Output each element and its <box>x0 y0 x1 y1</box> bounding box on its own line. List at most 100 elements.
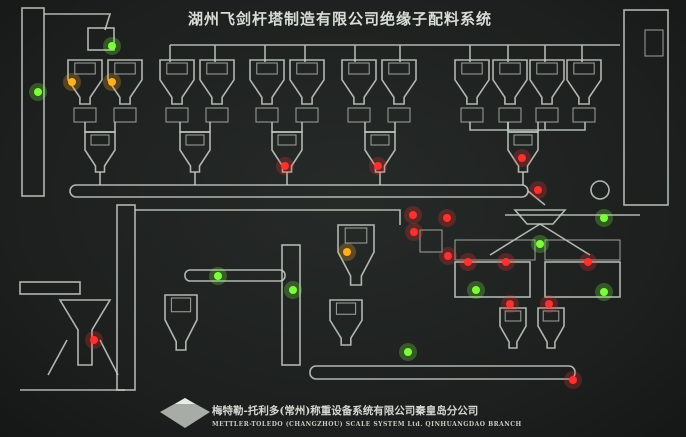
company-name-en: METTLER-TOLEDO (CHANGZHOU) SCALE SYSTEM … <box>212 421 522 428</box>
indicator-light-amber <box>108 78 116 86</box>
weigh-hopper-3-label-plate <box>277 134 297 146</box>
mixer-2 <box>544 261 621 298</box>
indicator-light-red <box>443 214 451 222</box>
discharge-hopper-2-label-plate <box>542 310 560 322</box>
indicator-light-green <box>472 286 480 294</box>
weigh-hopper-4-inlet <box>364 122 396 133</box>
weigh-hopper-5 <box>507 131 539 173</box>
feed-plate <box>19 281 81 295</box>
silo-7-label-plate <box>348 62 370 75</box>
indicator-light-red <box>281 162 289 170</box>
bucket-elevator-middle <box>116 204 136 391</box>
indicator-light-red <box>409 211 417 219</box>
main-belt-conveyor <box>69 184 529 198</box>
silo-9-label-plate <box>461 62 483 75</box>
indicator-light-red <box>534 186 542 194</box>
motor <box>590 180 610 200</box>
weigh-hopper-2-label-plate <box>185 134 205 146</box>
silo-10-feeder <box>498 107 522 123</box>
page-title: 湖州飞剑杆塔制造有限公司绝缘子配料系统 <box>188 10 493 28</box>
process-lines <box>19 7 669 391</box>
silo-5 <box>249 59 285 105</box>
batch-feeder-1 <box>454 239 536 261</box>
indicator-light-amber <box>343 248 351 256</box>
indicator-light-red <box>584 258 592 266</box>
indicator-light-red <box>90 336 98 344</box>
feed-manifold <box>169 44 620 62</box>
indicator-light-red <box>444 252 452 260</box>
silo-6-label-plate <box>296 62 318 75</box>
silo-4 <box>199 59 235 105</box>
middle-transfer-line <box>135 209 401 225</box>
indicator-light-green <box>34 88 42 96</box>
silo-2-label-plate <box>114 62 136 75</box>
collector-right <box>469 122 586 131</box>
weigh-hopper-4-label-plate <box>370 134 390 146</box>
silo-7 <box>341 59 377 105</box>
silo-9-feeder <box>460 107 484 123</box>
silo-12 <box>566 59 602 105</box>
silo-5-feeder <box>255 107 279 123</box>
control-cabinet <box>623 9 669 206</box>
silo-10-label-plate <box>499 62 521 75</box>
discharge-hopper-1-label-plate <box>504 310 522 322</box>
silo-1-feeder <box>73 107 97 123</box>
bucket-elevator-right <box>281 244 301 366</box>
small-conveyor <box>184 269 286 282</box>
left-funnel <box>58 299 112 366</box>
transfer-chute <box>527 190 546 206</box>
silo-10 <box>492 59 528 105</box>
company-name-cn: 梅特勒-托利多(常州)称重设备系统有限公司秦皇岛分公司 <box>212 405 479 417</box>
mettler-toledo-logo <box>160 398 210 428</box>
silo-6 <box>289 59 325 105</box>
weigh-hopper-2-inlet <box>179 122 211 133</box>
surge-hopper <box>513 209 567 225</box>
indicator-light-amber <box>68 78 76 86</box>
silo-12-label-plate <box>573 62 595 75</box>
bottom-weigh-hopper-label-plate <box>335 302 357 315</box>
silo-11-label-plate <box>536 62 558 75</box>
silo-9 <box>454 59 490 105</box>
indicator-light-green <box>600 214 608 222</box>
weigh-hopper-3-inlet <box>271 122 303 133</box>
indicator-lights <box>29 37 613 389</box>
indicator-light-green <box>536 240 544 248</box>
intermediate-silo-label-plate <box>344 227 368 244</box>
valve-box <box>419 229 443 253</box>
silo-3-feeder <box>165 107 189 123</box>
mixer-1 <box>454 261 531 298</box>
indicator-light-green <box>108 42 116 50</box>
weigh-hopper-2 <box>179 131 211 173</box>
silo-5-label-plate <box>256 62 278 75</box>
small-silo <box>164 294 198 351</box>
batch-feeder-2 <box>544 239 621 261</box>
bottom-belt-conveyor <box>309 365 576 380</box>
indicator-light-red <box>569 376 577 384</box>
discharge-hopper-2 <box>537 307 565 349</box>
left-legs <box>47 339 119 376</box>
weigh-hopper-5-label-plate <box>513 134 533 146</box>
distributor <box>87 27 115 51</box>
silo-3-label-plate <box>166 62 188 75</box>
indicator-light-red <box>502 258 510 266</box>
intermediate-silo <box>337 224 375 286</box>
indicator-light-red <box>518 154 526 162</box>
weigh-hopper-4 <box>364 131 396 173</box>
indicator-light-green <box>404 348 412 356</box>
silo-3 <box>159 59 195 105</box>
elevator-discharge-chute <box>44 13 112 31</box>
silo-12-feeder <box>572 107 596 123</box>
silo-8-feeder <box>387 107 411 123</box>
silo-8-label-plate <box>388 62 410 75</box>
silo-8 <box>381 59 417 105</box>
indicator-light-green <box>214 272 222 280</box>
silo-1-label-plate <box>74 62 96 75</box>
indicator-light-red <box>464 258 472 266</box>
weigh-hopper-3 <box>271 131 303 173</box>
silo-6-feeder <box>295 107 319 123</box>
weigh-hopper-1-label-plate <box>90 134 110 146</box>
silo-4-label-plate <box>206 62 228 75</box>
discharge-hopper-1 <box>499 307 527 349</box>
